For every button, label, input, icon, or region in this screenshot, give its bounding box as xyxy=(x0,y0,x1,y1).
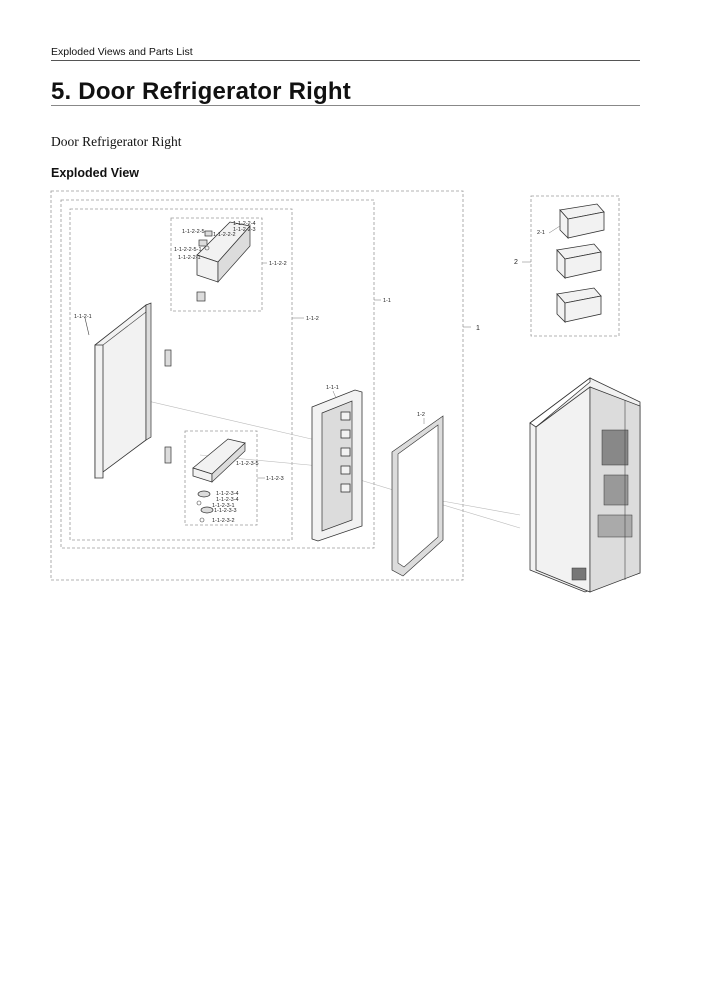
exploded-view-heading: Exploded View xyxy=(51,166,139,180)
door-bin-lower xyxy=(556,287,602,323)
lower-cap-assembly xyxy=(192,438,246,523)
door-gasket xyxy=(391,415,444,577)
label-1-1-2: 1-1-2 xyxy=(306,316,319,322)
label-2-1: 2-1 xyxy=(537,230,545,236)
section-title: 5. Door Refrigerator Right xyxy=(51,78,351,105)
bracket-lower xyxy=(164,446,172,464)
label-1: 1 xyxy=(476,325,480,332)
group-box-1-1-2-3 xyxy=(184,430,258,526)
door-liner xyxy=(311,389,363,542)
running-header: Exploded Views and Parts List xyxy=(51,46,193,58)
header-rule xyxy=(51,60,640,61)
label-1-1-2-3-2: 1-1-2-3-2 xyxy=(212,518,235,524)
label-1-1-2-2: 1-1-2-2 xyxy=(269,261,287,267)
title-rule xyxy=(51,105,640,106)
group-box-1-1 xyxy=(60,199,375,549)
group-box-2 xyxy=(530,195,620,337)
door-bin-middle xyxy=(556,243,602,279)
label-1-1-2-1: 1-1-2-1 xyxy=(74,314,92,320)
door-outer-panel xyxy=(94,302,152,479)
door-bins xyxy=(556,203,605,323)
refrigerator-cabinet xyxy=(529,377,641,593)
label-1-1-2-3-4-b: 1-1-2-3-4 xyxy=(216,497,239,503)
label-1-1-2-3-1: 1-1-2-3-1 xyxy=(212,503,235,509)
label-1-1-1: 1-1-1 xyxy=(326,385,339,391)
label-1-1-2-2-2: 1-1-2-2-2 xyxy=(213,232,236,238)
label-1-1: 1-1 xyxy=(383,298,391,304)
group-box-1-1-2 xyxy=(69,208,293,541)
subtitle: Door Refrigerator Right xyxy=(51,134,182,149)
upper-cap-assembly xyxy=(196,221,251,302)
label-1-1-2-3-5: 1-1-2-3-5 xyxy=(236,461,259,467)
hinge-pin xyxy=(84,317,90,336)
label-1-1-2-2-5-1: 1-1-2-2-5-1 xyxy=(174,247,202,253)
label-1-1-2-3-3: 1-1-2-3-3 xyxy=(214,508,237,514)
label-1-1-2-2-4: 1-1-2-2-4 xyxy=(233,221,256,227)
label-1-1-2-3-4-a: 1-1-2-3-4 xyxy=(216,491,239,497)
label-1-1-2-2-3: 1-1-2-2-3 xyxy=(233,227,256,233)
group-box-1 xyxy=(50,190,464,581)
label-1-1-2-3: 1-1-2-3 xyxy=(266,476,284,482)
group-box-1-1-2-2 xyxy=(170,217,263,312)
door-bin-upper xyxy=(559,203,605,239)
label-1-1-2-2-5: 1-1-2-2-5 xyxy=(182,229,205,235)
label-1-1-2-2-1: 1-1-2-2-1 xyxy=(178,255,201,261)
bracket-upper xyxy=(164,349,172,367)
label-1-2: 1-2 xyxy=(417,412,425,418)
label-2: 2 xyxy=(514,259,518,266)
